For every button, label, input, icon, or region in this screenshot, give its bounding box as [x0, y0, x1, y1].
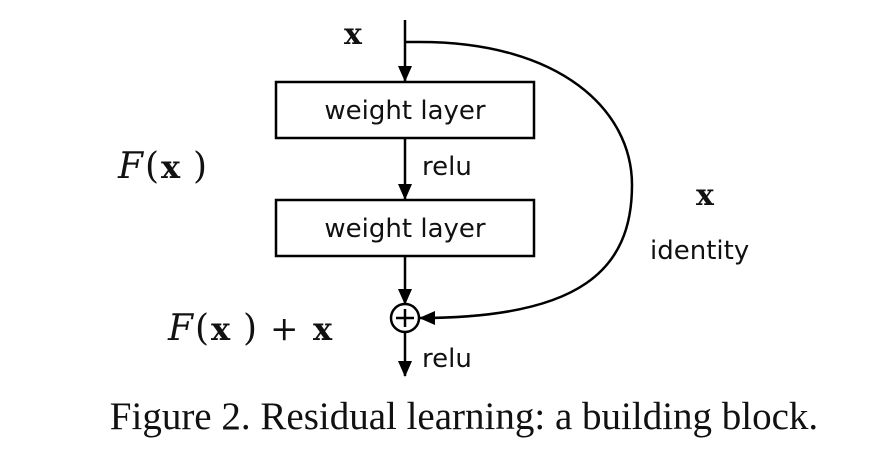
output-open: (	[195, 308, 209, 349]
identity-skip-connection	[405, 40, 634, 325]
output-script: F	[167, 308, 195, 349]
output-close: )	[243, 308, 257, 349]
relu-label-mid: relu	[422, 152, 472, 182]
weight-layer-2-box	[274, 198, 536, 258]
output-var: x	[211, 310, 231, 348]
residual-function-var: x	[161, 148, 181, 186]
residual-function-script: F	[117, 146, 145, 187]
identity-label: identity	[650, 236, 749, 266]
output-sum-label: F ( x ) + x	[167, 308, 333, 349]
residual-function-close: )	[193, 146, 207, 187]
figure-caption: Figure 2. Residual learning: a building …	[110, 395, 818, 438]
input-label: x	[344, 17, 363, 52]
residual-function-open: (	[145, 146, 159, 187]
relu-label-out: relu	[422, 344, 472, 374]
identity-var-label: x	[696, 178, 715, 213]
weight-layer-2: weight layer	[274, 198, 536, 258]
sum-node	[389, 302, 421, 334]
weight-layer-1-label: weight layer	[324, 96, 485, 126]
output-var2: x	[313, 310, 333, 348]
weight-layer-2-label: weight layer	[324, 214, 485, 244]
residual-function-label: F ( x )	[117, 146, 207, 187]
output-plus: +	[270, 309, 299, 349]
weight-layer-1: weight layer	[274, 80, 536, 140]
